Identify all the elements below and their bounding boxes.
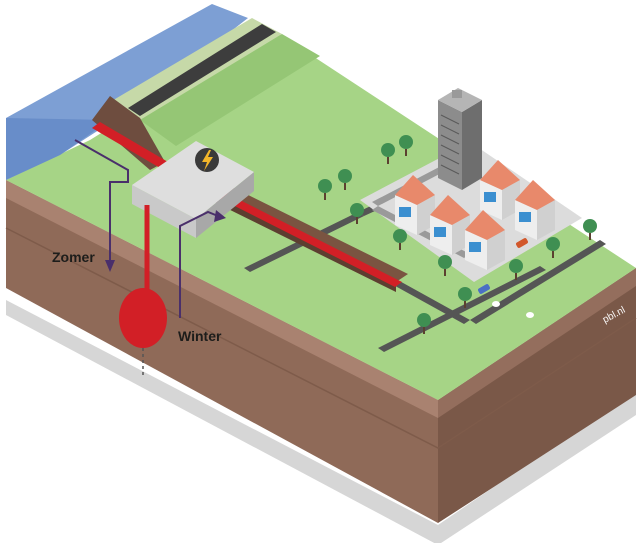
- house: [515, 180, 555, 240]
- winter-arrowhead: [214, 210, 226, 222]
- lightning-bolt-icon: [202, 150, 213, 171]
- car: [516, 238, 528, 248]
- summer-arrowhead: [105, 260, 115, 272]
- heat-trench: [210, 182, 408, 282]
- summer-label: Zomer: [52, 249, 95, 265]
- winter-label: Winter: [178, 328, 222, 344]
- house: [395, 175, 435, 235]
- soil-top-layer: [6, 180, 438, 418]
- hot-pipe-dike: [92, 122, 168, 168]
- dike-front-slope: [140, 34, 320, 146]
- sheep: [492, 301, 500, 307]
- soil-right-face: [438, 268, 636, 523]
- tower-windows: [440, 114, 460, 175]
- road-right: [470, 240, 606, 324]
- district-pad: [360, 142, 582, 282]
- road-lower: [378, 266, 546, 352]
- heat-storage-reservoir: [119, 288, 167, 348]
- dike-road: [128, 24, 276, 116]
- house: [480, 160, 520, 220]
- tower-roof-box: [452, 90, 462, 98]
- car: [478, 284, 490, 294]
- sheep: [526, 312, 534, 318]
- house: [465, 210, 505, 270]
- power-plant-front: [132, 185, 196, 238]
- winter-flow-arrow: [179, 210, 219, 318]
- power-plant-side: [196, 172, 254, 238]
- soil-top-layer-right: [438, 268, 636, 418]
- power-plant-roof: [132, 141, 254, 219]
- tower-side: [462, 100, 482, 190]
- tower-roof: [438, 88, 482, 112]
- heat-pipe: [215, 191, 402, 287]
- water-side: [6, 118, 110, 180]
- tree-trunks: [324, 149, 591, 334]
- houses: [395, 160, 555, 270]
- summer-flow-arrow: [74, 139, 129, 262]
- soil-left-face: [6, 180, 438, 523]
- trees: [318, 135, 597, 327]
